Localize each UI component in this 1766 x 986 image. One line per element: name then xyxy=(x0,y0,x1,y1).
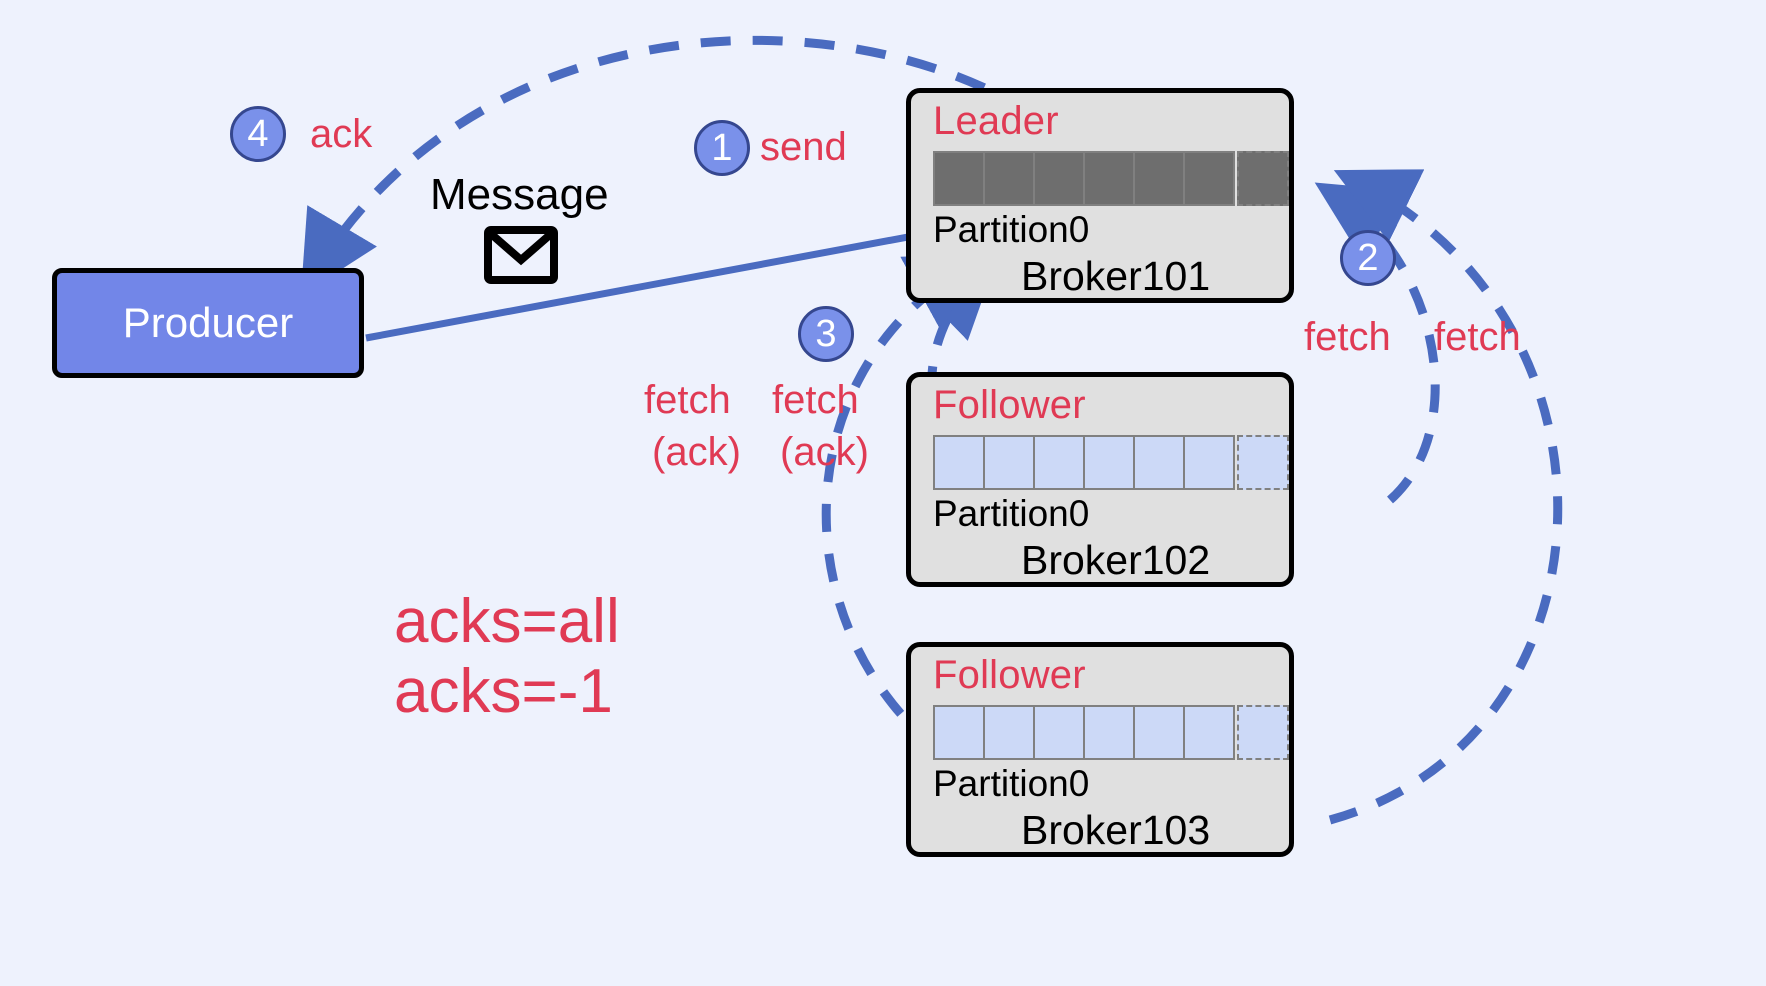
label-send: send xyxy=(760,125,847,169)
broker-name-102: Broker102 xyxy=(1021,537,1211,583)
broker-node-102[interactable]: Follower Partition0 Broker102 xyxy=(906,372,1294,587)
partition-cell xyxy=(1083,435,1135,490)
step-circle-2: 2 xyxy=(1340,230,1396,286)
partition-cell xyxy=(983,435,1035,490)
broker-name-101: Broker101 xyxy=(1021,253,1211,299)
step-circle-1: 1 xyxy=(694,120,750,176)
partition-cell-tail xyxy=(1237,705,1289,760)
partition-cell xyxy=(1033,435,1085,490)
broker-name-103: Broker103 xyxy=(1021,807,1211,853)
partition-cell xyxy=(933,705,985,760)
label-fetch-ack-left-1: (ack) xyxy=(652,430,741,474)
producer-label: Producer xyxy=(122,299,294,346)
partition-cell xyxy=(1033,151,1085,206)
partition-cell-tail xyxy=(1237,435,1289,490)
partition-cell xyxy=(1183,435,1235,490)
partition-cell xyxy=(1083,705,1135,760)
partition-label-103: Partition0 xyxy=(933,763,1090,804)
label-ack: ack xyxy=(310,112,373,156)
partition-cell xyxy=(983,705,1035,760)
partition-cell xyxy=(1183,705,1235,760)
broker-role-102: Follower xyxy=(933,383,1086,427)
envelope-icon xyxy=(484,226,558,289)
partition-cells-102 xyxy=(933,435,1289,490)
partition-cell xyxy=(933,151,985,206)
broker-role-101: Leader xyxy=(933,99,1059,143)
partition-cell-tail xyxy=(1237,151,1289,206)
broker-role-103: Follower xyxy=(933,653,1086,697)
broker-node-101[interactable]: Leader Partition0 Broker101 xyxy=(906,88,1294,303)
label-fetch-right-1: fetch xyxy=(1304,315,1391,359)
partition-cell xyxy=(1133,151,1185,206)
partition-cell xyxy=(1133,435,1185,490)
partition-cell xyxy=(933,435,985,490)
label-fetch-left-2: fetch xyxy=(772,378,859,422)
partition-cells-101 xyxy=(933,151,1289,206)
partition-cell xyxy=(1083,151,1135,206)
partition-label-102: Partition0 xyxy=(933,493,1090,534)
step-circle-4: 4 xyxy=(230,106,286,162)
label-acks-minus-one: acks=-1 xyxy=(394,657,613,726)
partition-cell xyxy=(1133,705,1185,760)
partition-cell xyxy=(983,151,1035,206)
producer-node[interactable]: Producer xyxy=(52,268,364,378)
step-circle-3: 3 xyxy=(798,306,854,362)
partition-cells-103 xyxy=(933,705,1289,760)
broker-node-103[interactable]: Follower Partition0 Broker103 xyxy=(906,642,1294,857)
partition-cell xyxy=(1183,151,1235,206)
label-fetch-ack-left-2: (ack) xyxy=(780,430,869,474)
label-acks-all: acks=all xyxy=(394,587,620,656)
label-fetch-left-1: fetch xyxy=(644,378,731,422)
partition-cell xyxy=(1033,705,1085,760)
partition-label-101: Partition0 xyxy=(933,209,1090,250)
message-label: Message xyxy=(430,170,609,219)
label-fetch-right-2: fetch xyxy=(1434,315,1521,359)
